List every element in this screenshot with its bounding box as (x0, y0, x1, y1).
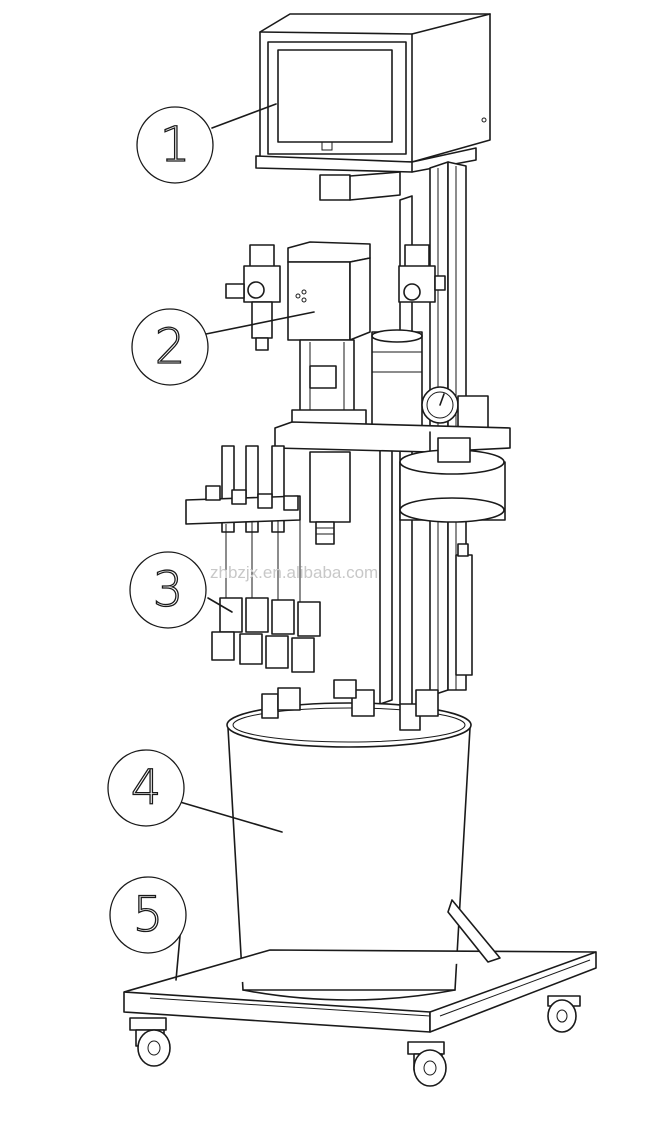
caster-left (129, 1017, 171, 1067)
callout-3-label: 3 (153, 562, 184, 618)
callout-3: 3 (129, 551, 207, 629)
base-trolley (123, 899, 597, 1087)
callout-4-label: 4 (131, 760, 162, 816)
callout-2-label: 2 (155, 319, 186, 375)
callout-1-label: 1 (160, 117, 191, 173)
callout-2: 2 (131, 308, 209, 386)
callout-1: 1 (136, 106, 214, 184)
callout-4: 4 (107, 749, 185, 827)
control-box (255, 13, 491, 201)
mounting-plate (274, 421, 511, 676)
tank (226, 679, 472, 1001)
watermark: zhbzjx.en.alibaba.com (210, 563, 378, 582)
callout-5: 5 (109, 876, 187, 954)
caster-right (547, 995, 581, 1033)
leader-lines (175, 103, 315, 981)
caster-front (407, 1041, 447, 1087)
callout-5-label: 5 (133, 887, 164, 943)
pump-assembly (225, 241, 489, 439)
valve-manifold (185, 445, 321, 673)
